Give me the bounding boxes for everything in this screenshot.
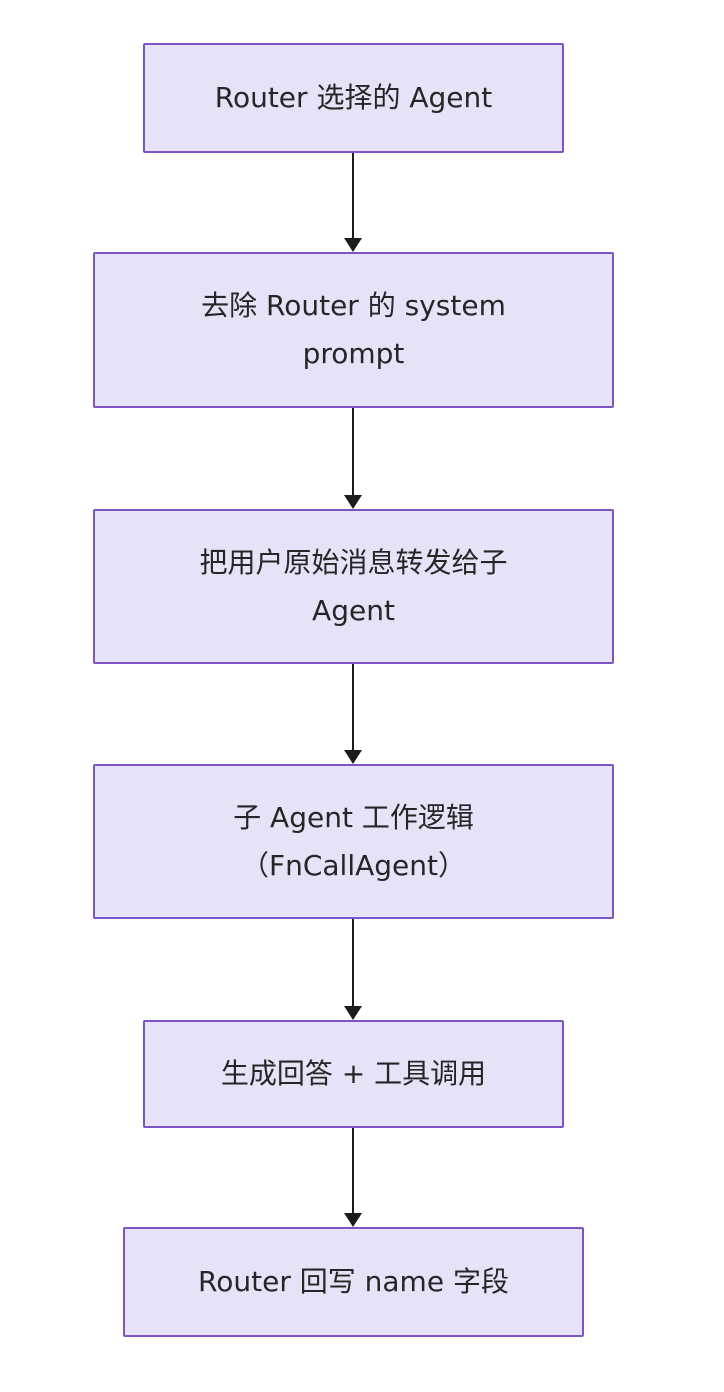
arrow-4	[344, 919, 362, 1020]
node-label: （FnCallAgent）	[241, 848, 466, 882]
arrow-line	[352, 1128, 354, 1214]
node-generate-answer-plus-tool-call: 生成回答 + 工具调用	[143, 1020, 564, 1128]
node-router-writeback-name-field: Router 回写 name 字段	[123, 1227, 584, 1337]
node-label: prompt	[302, 337, 405, 370]
arrow-head-icon	[344, 1006, 362, 1020]
arrow-line	[352, 919, 354, 1007]
node-label: Router 回写 name 字段	[198, 1265, 509, 1298]
node-label: Agent	[312, 593, 395, 627]
node-label: 把用户原始消息转发给子	[199, 545, 508, 579]
node-remove-router-system-prompt: 去除 Router 的 system prompt	[93, 252, 614, 408]
node-label: Router 选择的 Agent	[214, 81, 493, 114]
arrow-head-icon	[344, 495, 362, 509]
arrow-head-icon	[344, 238, 362, 252]
node-label: 生成回答 + 工具调用	[220, 1057, 487, 1090]
node-forward-user-message-to-sub-agent: 把用户原始消息转发给子 Agent	[93, 509, 614, 664]
node-label: 子 Agent 工作逻辑	[233, 800, 474, 834]
arrow-line	[352, 153, 354, 239]
arrow-2	[344, 408, 362, 509]
arrow-head-icon	[344, 1213, 362, 1227]
arrow-line	[352, 408, 354, 496]
node-sub-agent-work-logic: 子 Agent 工作逻辑 （FnCallAgent）	[93, 764, 614, 919]
arrow-5	[344, 1128, 362, 1227]
node-label: 去除 Router 的 system	[201, 289, 506, 322]
arrow-line	[352, 664, 354, 751]
node-router-selected-agent: Router 选择的 Agent	[143, 43, 564, 153]
arrow-1	[344, 153, 362, 252]
arrow-head-icon	[344, 750, 362, 764]
arrow-3	[344, 664, 362, 764]
